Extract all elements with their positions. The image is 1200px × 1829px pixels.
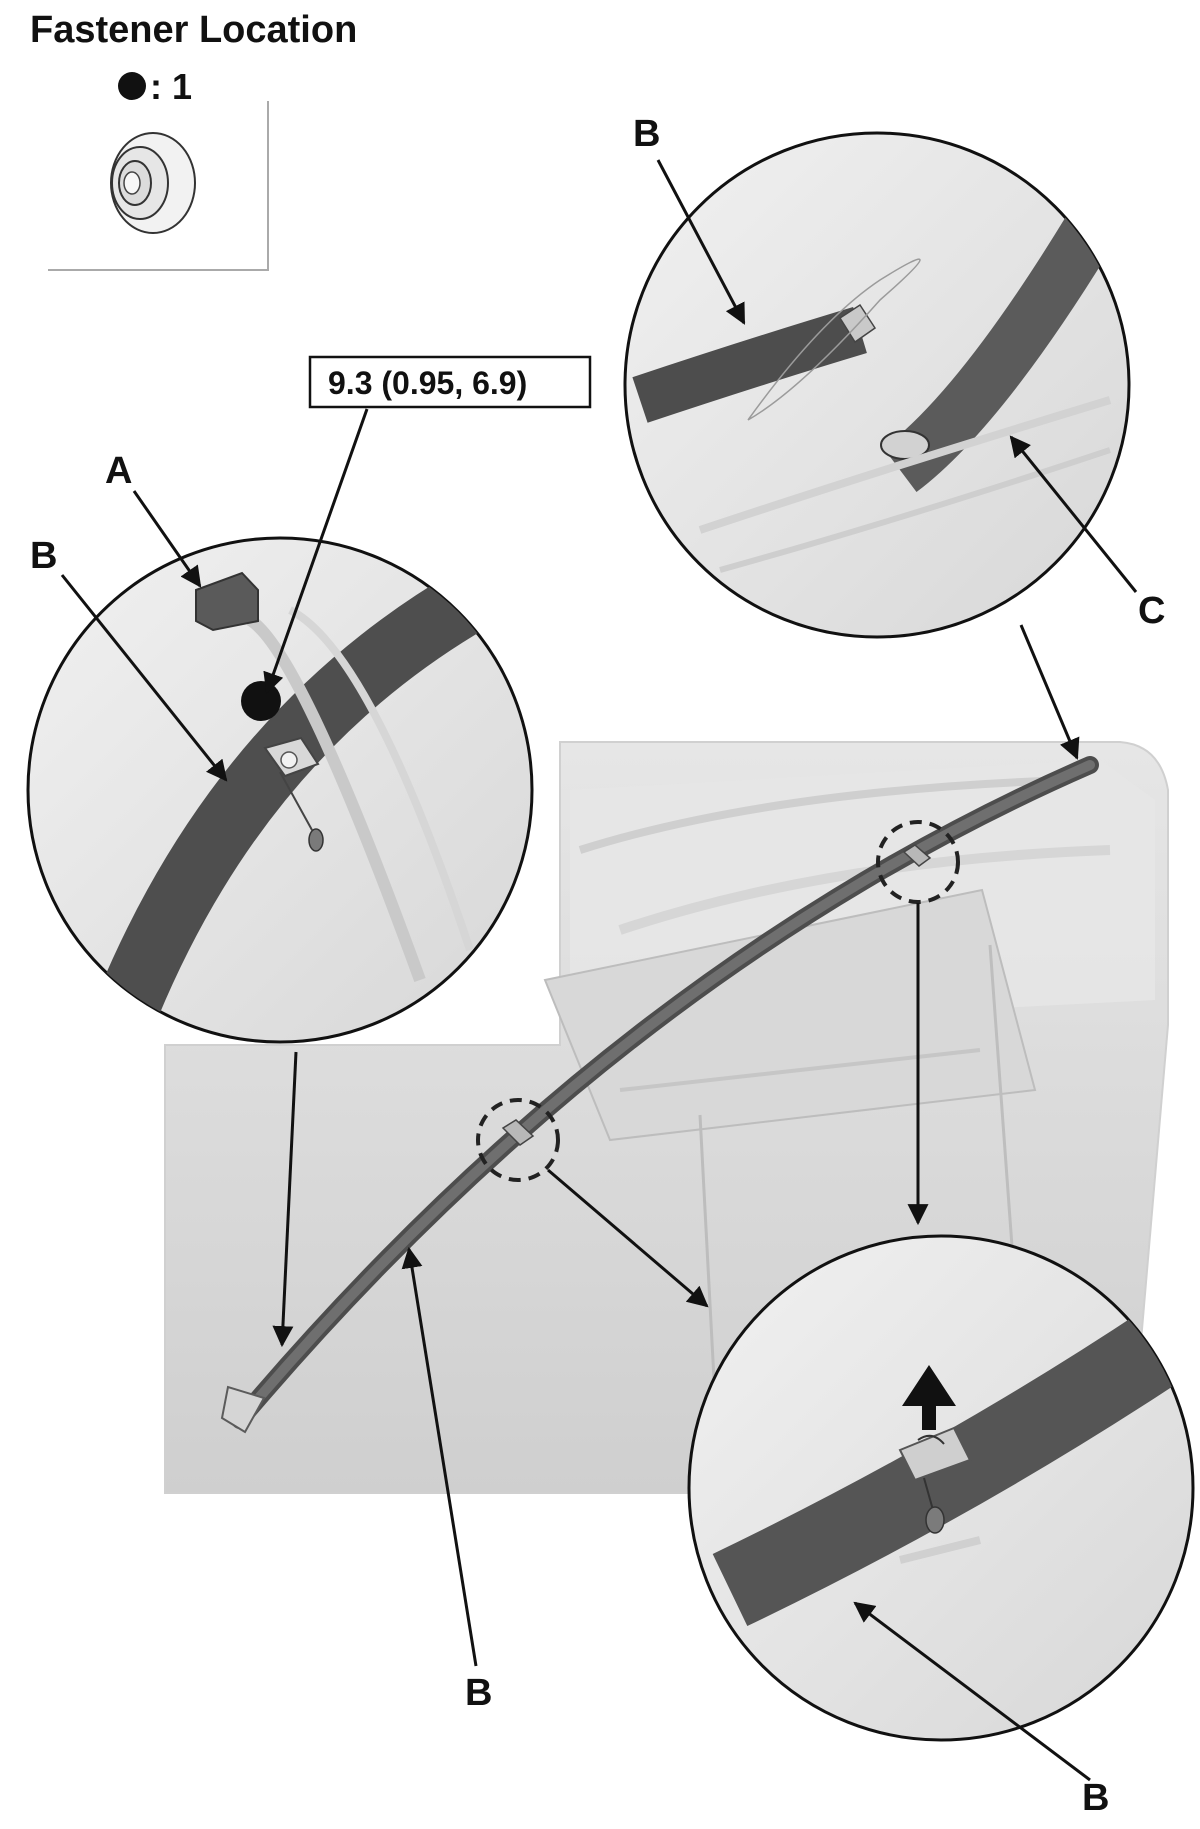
fastener-count: : 1 [150,66,192,107]
fastener-legend: Fastener Location : 1 [30,9,357,271]
link-top-detail [1019,624,1080,760]
callout-b-left: B [30,535,57,577]
link-left-clip [547,1168,709,1308]
leader-b-bottom-right [853,1601,1091,1782]
clip-marker-right [876,820,960,904]
leader-c [1009,435,1138,593]
trim-cap-a [195,571,259,632]
leader-b-bottom-center [401,1246,478,1667]
leader-a [132,490,202,588]
callout-c: C [1138,590,1165,632]
callout-b-bottom-center: B [465,1672,492,1714]
roof-molding-main [220,756,1099,1434]
link-left-detail [272,1051,298,1348]
leader-b-left [60,574,228,782]
legend-frame [48,101,269,271]
torque-spec: 9.3 (0.95, 6.9) [328,365,527,401]
detail-circle-bottom-right [687,1234,1195,1742]
callout-b-top: B [633,113,660,155]
clip-marker-left [476,1098,560,1182]
leader-torque [263,408,369,694]
detail-circle-left [26,536,534,1044]
torque-spec-box [308,355,592,409]
callouts: 9.3 (0.95, 6.9) A B B C B B [30,113,1165,1819]
upward-direction-icon [902,1365,956,1430]
filled-circle-icon [118,72,146,100]
leader-b-top [656,159,746,325]
flange-nut-icon [110,132,196,234]
detail-circle-top-right [623,131,1131,639]
fastener-legend-title: Fastener Location [30,9,357,51]
callout-b-bottom-right: B [1082,1777,1109,1819]
fastener-marker [241,681,281,721]
callout-a: A [105,450,132,492]
